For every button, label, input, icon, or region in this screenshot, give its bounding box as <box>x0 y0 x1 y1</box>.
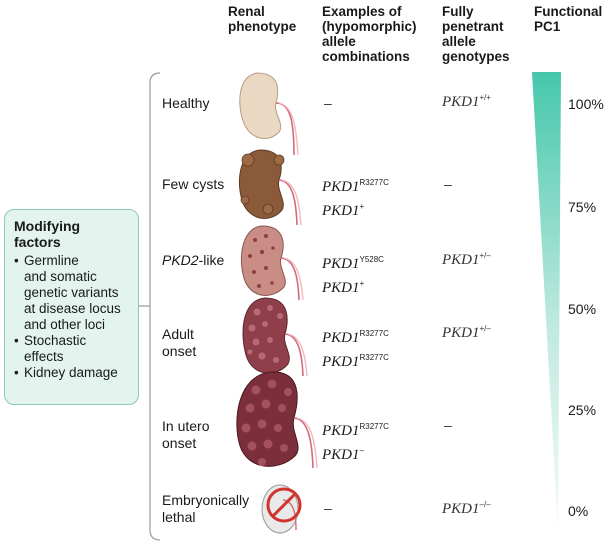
row-label-few-cysts: Few cysts <box>162 176 225 192</box>
modifying-factors-box: Modifying factors Germline and somatic g… <box>4 209 139 405</box>
genotype-dash-in-utero: – <box>444 417 452 433</box>
allele-dash-lethal: – <box>324 500 332 516</box>
pc1-tick-100: 100% <box>568 96 604 112</box>
factor-kidney-damage: Kidney damage <box>14 365 130 381</box>
alleles-few-cysts: PKD1R3277C PKD1+ <box>322 178 389 219</box>
kidney-pkd2-like-icon <box>240 225 304 301</box>
row-label-healthy: Healthy <box>162 95 210 111</box>
alleles-in-utero-onset: PKD1R3277C PKD1– <box>322 422 389 463</box>
pc1-tick-50: 50% <box>568 301 597 317</box>
kidney-few-cysts-icon <box>238 149 302 226</box>
genotype-healthy: PKD1+/+ <box>442 93 492 110</box>
row-label-embryonically-lethal: Embryonically lethal <box>162 492 250 525</box>
kidney-in-utero-onset-icon <box>236 371 318 469</box>
pc1-tick-25: 25% <box>568 402 597 418</box>
genotype-adult-onset: PKD1+/– <box>442 324 491 341</box>
alleles-pkd2-like: PKD1Y528C PKD1+ <box>322 255 384 296</box>
kidney-embryonically-lethal-icon <box>261 484 302 534</box>
bracket <box>149 72 161 541</box>
genotype-pkd2-like: PKD1+/– <box>442 251 491 268</box>
genotype-dash-few-cysts: – <box>444 176 452 192</box>
header-fully-penetrant: Fully penetrant allele genotypes <box>442 4 510 64</box>
pc1-tick-0: 0% <box>568 503 589 519</box>
factor-stochastic: Stochastic effects <box>14 333 130 365</box>
functional-pc1-wedge <box>532 72 561 530</box>
allele-dash-healthy: – <box>324 95 332 111</box>
genotype-lethal: PKD1–/– <box>442 500 491 517</box>
header-allele-combinations: Examples of (hypomorphic) allele combina… <box>322 4 417 64</box>
header-functional-pc1: Functional PC1 <box>534 4 603 34</box>
alleles-adult-onset: PKD1R3277C PKD1R3277C <box>322 329 389 370</box>
header-renal-phenotype: Renal phenotype <box>228 4 297 34</box>
kidney-healthy-icon <box>239 72 299 156</box>
pc1-tick-75: 75% <box>568 199 597 215</box>
factor-genetic-variants: Germline and somatic genetic variants at… <box>14 253 130 333</box>
row-label-pkd2-like: PKD2-like <box>162 252 225 268</box>
modifying-factors-title: Modifying factors <box>14 218 81 250</box>
row-label-adult-onset: Adult onset <box>162 326 197 359</box>
row-label-in-utero-onset: In utero onset <box>162 418 210 451</box>
kidney-adult-onset-icon <box>242 297 308 377</box>
modifying-factors-list: Germline and somatic genetic variants at… <box>14 253 130 381</box>
